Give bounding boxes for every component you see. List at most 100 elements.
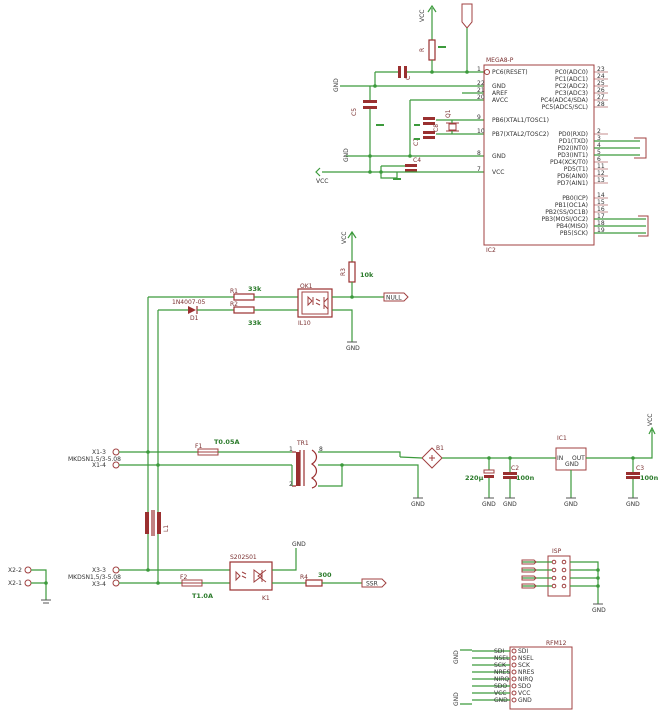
atmega-pin-name: PC6(RESET) bbox=[492, 69, 528, 76]
junction-x2 bbox=[44, 581, 48, 585]
gnd-label-mcu: GND bbox=[333, 78, 340, 92]
c2-value: 100n bbox=[516, 474, 535, 482]
x2-2-label: X2-2 bbox=[8, 567, 22, 574]
c8-label: C8 bbox=[433, 124, 440, 132]
atmega-right-pins: PC0(ADC0)23PC1(ADC1)24PC2(ADC2)25PC3(ADC… bbox=[541, 66, 608, 237]
c8-mark bbox=[414, 124, 420, 126]
ok1-gnd-wire bbox=[332, 309, 353, 342]
c3-label: C3 bbox=[636, 465, 644, 472]
atmega-pin-name: PD0(RXD) bbox=[558, 131, 588, 138]
atmega-pin-name: PB5(SCK) bbox=[560, 230, 588, 237]
atmega-pin-num: 5 bbox=[597, 149, 601, 156]
test-point-symbol bbox=[461, 3, 473, 29]
tr1-pin-8: 8 bbox=[319, 446, 323, 453]
atmega-pin-name: PB6(XTAL1/TOSC1) bbox=[492, 117, 549, 124]
pe-symbol bbox=[41, 599, 51, 604]
isp-right-wires bbox=[570, 561, 599, 604]
atmega-pin-num: 4 bbox=[597, 142, 601, 149]
junction-null bbox=[350, 295, 354, 299]
x3-3-label: X3-3 bbox=[92, 567, 106, 574]
atmega-pin-num: 12 bbox=[597, 170, 605, 177]
isp-net-port bbox=[521, 567, 537, 573]
gnd-label-c3: GND bbox=[626, 501, 640, 508]
mcu-section: VCC R C GND C5 bbox=[315, 3, 649, 254]
atmega-pin-num: 28 bbox=[597, 101, 605, 108]
choke-section: L1 bbox=[145, 452, 170, 583]
rfm12-pin-label: NIRQ bbox=[518, 676, 533, 683]
c5-label: C5 bbox=[351, 108, 358, 116]
isp-section: ISP GND bbox=[521, 548, 606, 614]
tr1-sec-bottom bbox=[318, 464, 400, 487]
isp-pin bbox=[551, 559, 557, 565]
rfm12-net-label: GND bbox=[494, 697, 508, 704]
gnd-label-rfm-top: GND bbox=[453, 650, 460, 664]
isp-net-port bbox=[521, 559, 537, 565]
q1-label: Q1 bbox=[445, 109, 452, 118]
b1-label: B1 bbox=[436, 445, 444, 452]
ok1-part: IL10 bbox=[298, 320, 311, 327]
f1-label: F1 bbox=[195, 443, 202, 450]
ic1-in: IN bbox=[557, 455, 563, 462]
junction-vcc-1 bbox=[368, 170, 372, 174]
c220-value: 220µ bbox=[465, 474, 484, 482]
gnd-label-k1: GND bbox=[292, 541, 306, 548]
junction-x3-3 bbox=[146, 568, 150, 572]
junction-x3-4 bbox=[156, 581, 160, 585]
atmega-pin-num: 18 bbox=[597, 220, 605, 227]
x3-3-terminal bbox=[112, 566, 120, 574]
c5-plate-a bbox=[363, 100, 377, 103]
c7-plate-a bbox=[423, 131, 435, 134]
junction-testpoint bbox=[465, 70, 469, 74]
atmega-pin-num: 2 bbox=[597, 128, 601, 135]
atmega-pin-name: PD5(T1) bbox=[564, 166, 588, 173]
rfm12-net-label: SDO bbox=[494, 683, 507, 690]
vcc-label-left: VCC bbox=[316, 178, 328, 185]
atmega-part: MEGA8-P bbox=[486, 57, 514, 64]
reset-inversion-bubble bbox=[484, 69, 490, 75]
atmega-pin-name: PB4(MISO) bbox=[556, 223, 588, 230]
r2-label: R2 bbox=[230, 301, 238, 308]
r3-value: 10k bbox=[360, 271, 374, 279]
rfm12-pin bbox=[511, 690, 517, 696]
isp-pin bbox=[561, 583, 567, 589]
atmega-pin-num: 26 bbox=[597, 87, 605, 94]
r4-label: R4 bbox=[300, 574, 308, 581]
tr1-core bbox=[296, 452, 300, 486]
c2-label: C2 bbox=[511, 465, 519, 472]
tr1-primary-leads bbox=[292, 451, 296, 487]
atmega-pin-name: PC3(ADC3) bbox=[555, 90, 588, 97]
x3-4-label: X3-4 bbox=[92, 581, 106, 588]
gnd-label-ic1: GND bbox=[564, 501, 578, 508]
r2-value: 33k bbox=[248, 319, 262, 327]
r1-label: R1 bbox=[230, 288, 238, 295]
ok1-symbol bbox=[307, 295, 329, 310]
atmega-pin-num: 3 bbox=[597, 135, 601, 142]
rfm12-pin-label: VCC bbox=[518, 690, 530, 697]
rfm12-pin bbox=[511, 676, 517, 682]
atmega-pin-num: 23 bbox=[597, 66, 605, 73]
k1-symbol bbox=[235, 569, 267, 583]
rfm12-body bbox=[509, 646, 573, 710]
vcc-label-r3: VCC bbox=[341, 232, 348, 244]
c4-mark bbox=[393, 178, 401, 180]
spi-wires bbox=[594, 218, 646, 234]
atmega-pin-name: PB0(ICP) bbox=[562, 195, 588, 202]
x1-4-label: X1-4 bbox=[92, 462, 106, 469]
ok1-inner bbox=[301, 291, 329, 315]
atmega-pin-name: PB1(OC1A) bbox=[555, 202, 588, 209]
rfm12-pin-label: SDI bbox=[518, 648, 528, 655]
gnd-label-c220: GND bbox=[482, 501, 496, 508]
atmega-pin-name: PD7(AIN1) bbox=[557, 180, 588, 187]
c220-plate-b bbox=[484, 475, 494, 478]
junction-c3 bbox=[631, 456, 635, 460]
c5-plate-b bbox=[363, 106, 377, 109]
c8-plate-a bbox=[423, 117, 435, 120]
atmega-pin-name: PD4(XCK/T0) bbox=[550, 159, 588, 166]
atmega-pin-num: 1 bbox=[477, 66, 481, 73]
isp-header bbox=[547, 555, 571, 597]
uart-connector bbox=[634, 137, 647, 159]
c3-plate-a bbox=[626, 472, 640, 475]
gnd-label-ok1: GND bbox=[346, 345, 360, 352]
rfm12-pin-label: NSEL bbox=[518, 655, 534, 662]
